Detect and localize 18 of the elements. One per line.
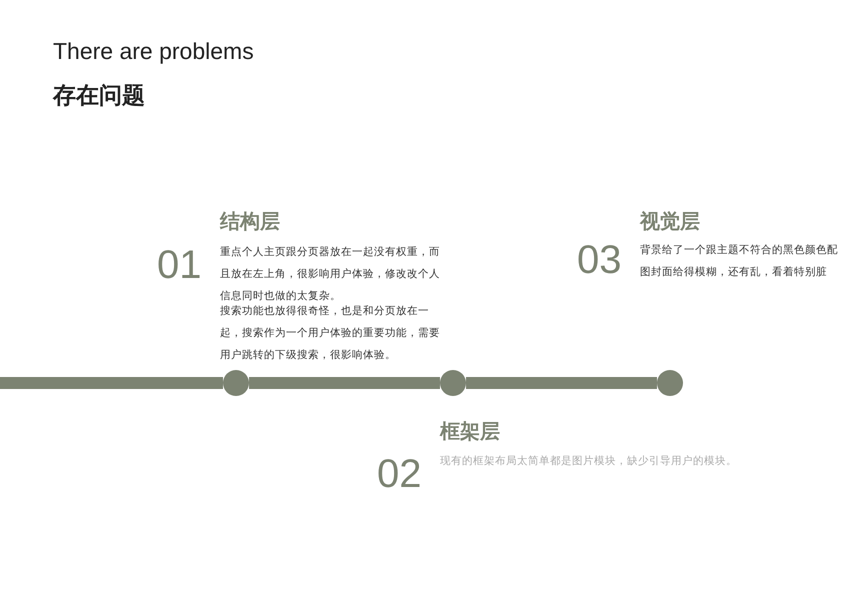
section-heading: 框架层 xyxy=(440,418,500,445)
description-text: 现有的框架布局太简单都是图片模块，缺少引导用户的模块。 xyxy=(440,454,737,469)
step-number: 01 xyxy=(157,243,202,287)
timeline-dot xyxy=(223,370,249,396)
description-text: 重点个人主页跟分页器放在一起没有权重，而且放在左上角，很影响用户体验，修改改个人信息同时也做的太复杂。 xyxy=(220,245,441,304)
title: There are problems xyxy=(53,38,254,65)
section-heading: 视觉层 xyxy=(640,208,700,235)
timeline-dot xyxy=(657,370,683,396)
timeline-bar xyxy=(249,377,440,389)
step-number: 02 xyxy=(377,452,422,496)
timeline-bar xyxy=(466,377,657,389)
description-text: 搜索功能也放得很奇怪，也是和分页放在一起，搜索作为一个用户体验的重要功能，需要用户跳转的下级搜索，很影响体验。 xyxy=(220,304,441,363)
subtitle: 存在问题 xyxy=(53,82,145,111)
description-text: 背景给了一个跟主题不符合的黑色颜色配图封面给得模糊，还有乱，看着特别脏 xyxy=(640,243,839,280)
step-number: 03 xyxy=(577,238,622,282)
section-heading: 结构层 xyxy=(220,208,280,235)
timeline-dot xyxy=(440,370,466,396)
timeline-bar xyxy=(0,377,223,389)
